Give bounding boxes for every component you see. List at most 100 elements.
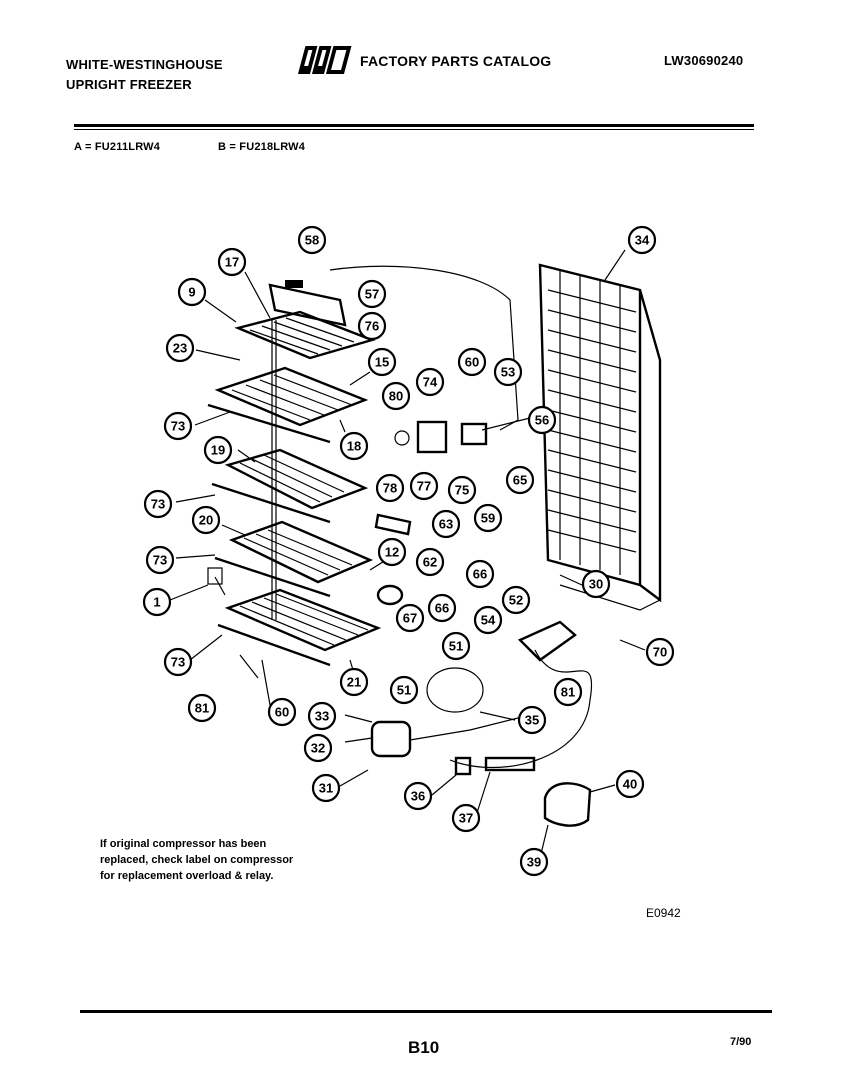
svg-text:1: 1 bbox=[153, 595, 160, 610]
svg-text:63: 63 bbox=[439, 517, 453, 532]
compressor-part bbox=[370, 720, 412, 758]
callout-52: 52 bbox=[501, 585, 531, 615]
callout-39: 39 bbox=[519, 847, 549, 877]
relay-part bbox=[460, 422, 488, 446]
svg-text:74: 74 bbox=[423, 375, 438, 390]
callout-31: 31 bbox=[311, 773, 341, 803]
callout-17: 17 bbox=[217, 247, 247, 277]
doc-number: LW30690240 bbox=[664, 53, 744, 68]
callout-81b: 81 bbox=[187, 693, 217, 723]
svg-text:51: 51 bbox=[449, 639, 463, 654]
callout-75: 75 bbox=[447, 475, 477, 505]
svg-text:53: 53 bbox=[501, 365, 515, 380]
callout-70: 70 bbox=[645, 637, 675, 667]
svg-text:21: 21 bbox=[347, 675, 361, 690]
callout-81a: 81 bbox=[553, 677, 583, 707]
svg-text:20: 20 bbox=[199, 513, 213, 528]
callout-59: 59 bbox=[473, 503, 503, 533]
callout-60b: 60 bbox=[267, 697, 297, 727]
svg-text:65: 65 bbox=[513, 473, 527, 488]
callout-54: 54 bbox=[473, 605, 503, 635]
callout-1: 1 bbox=[142, 587, 172, 617]
drier-part bbox=[517, 620, 577, 662]
svg-text:56: 56 bbox=[535, 413, 549, 428]
callout-15: 15 bbox=[367, 347, 397, 377]
svg-text:40: 40 bbox=[623, 777, 637, 792]
callout-53: 53 bbox=[493, 357, 523, 387]
callout-35: 35 bbox=[517, 705, 547, 735]
svg-text:18: 18 bbox=[347, 439, 361, 454]
callout-73d: 73 bbox=[163, 647, 193, 677]
callout-34: 34 bbox=[627, 225, 657, 255]
svg-text:23: 23 bbox=[173, 341, 187, 356]
callout-60: 60 bbox=[457, 347, 487, 377]
callout-63: 63 bbox=[431, 509, 461, 539]
svg-text:73: 73 bbox=[171, 419, 185, 434]
svg-text:67: 67 bbox=[403, 611, 417, 626]
svg-text:66: 66 bbox=[473, 567, 487, 582]
svg-text:77: 77 bbox=[417, 479, 431, 494]
callout-66b: 66 bbox=[427, 593, 457, 623]
callout-77: 77 bbox=[409, 471, 439, 501]
callout-73: 73 bbox=[163, 411, 193, 441]
svg-text:59: 59 bbox=[481, 511, 495, 526]
brand-line-1: WHITE-WESTINGHOUSE bbox=[66, 57, 223, 72]
model-a: A = FU211LRW4 bbox=[74, 141, 161, 153]
wci-logo bbox=[297, 46, 352, 74]
svg-text:75: 75 bbox=[455, 483, 469, 498]
drain-pan-part bbox=[426, 667, 484, 713]
callout-32: 32 bbox=[303, 733, 333, 763]
svg-text:57: 57 bbox=[365, 287, 379, 302]
callout-20: 20 bbox=[191, 505, 221, 535]
figure-code: E0942 bbox=[646, 906, 681, 920]
callout-58: 58 bbox=[297, 225, 327, 255]
callout-74: 74 bbox=[415, 367, 445, 397]
svg-text:73: 73 bbox=[153, 553, 167, 568]
svg-text:39: 39 bbox=[527, 855, 541, 870]
svg-text:80: 80 bbox=[389, 389, 403, 404]
callout-80: 80 bbox=[381, 381, 411, 411]
callout-62: 62 bbox=[415, 547, 445, 577]
svg-text:37: 37 bbox=[459, 811, 473, 826]
footer-rule bbox=[80, 1010, 772, 1013]
svg-text:51: 51 bbox=[397, 683, 411, 698]
cover-part bbox=[543, 782, 592, 827]
svg-text:17: 17 bbox=[225, 255, 239, 270]
callout-21: 21 bbox=[339, 667, 369, 697]
note-line-3: for replacement overload & relay. bbox=[100, 870, 274, 882]
svg-text:76: 76 bbox=[365, 319, 379, 334]
callout-65: 65 bbox=[505, 465, 535, 495]
svg-text:9: 9 bbox=[188, 285, 195, 300]
header-rule-thin bbox=[74, 129, 754, 130]
svg-text:78: 78 bbox=[383, 481, 397, 496]
svg-text:32: 32 bbox=[311, 741, 325, 756]
svg-text:30: 30 bbox=[589, 577, 603, 592]
svg-text:36: 36 bbox=[411, 789, 425, 804]
svg-text:81: 81 bbox=[195, 701, 209, 716]
overload-part bbox=[454, 756, 472, 776]
svg-text:52: 52 bbox=[509, 593, 523, 608]
shelves bbox=[207, 310, 382, 667]
svg-text:19: 19 bbox=[211, 443, 225, 458]
svg-text:66: 66 bbox=[435, 601, 449, 616]
svg-text:33: 33 bbox=[315, 709, 329, 724]
callout-37: 37 bbox=[451, 803, 481, 833]
callout-19: 19 bbox=[203, 435, 233, 465]
callout-67: 67 bbox=[395, 603, 425, 633]
svg-text:70: 70 bbox=[653, 645, 667, 660]
svg-text:35: 35 bbox=[525, 713, 539, 728]
callout-36: 36 bbox=[403, 781, 433, 811]
heater-part bbox=[374, 513, 412, 536]
svg-text:12: 12 bbox=[385, 545, 399, 560]
callout-12: 12 bbox=[377, 537, 407, 567]
callout-51a: 51 bbox=[441, 631, 471, 661]
switch-part bbox=[376, 584, 404, 606]
brand-line-2: UPRIGHT FREEZER bbox=[66, 77, 192, 92]
callout-30: 30 bbox=[581, 569, 611, 599]
note-line-2: replaced, check label on compressor bbox=[100, 854, 294, 866]
callout-76: 76 bbox=[357, 311, 387, 341]
svg-text:34: 34 bbox=[635, 233, 650, 248]
fan-blade-part bbox=[394, 430, 410, 446]
fan-motor-part bbox=[416, 420, 448, 454]
